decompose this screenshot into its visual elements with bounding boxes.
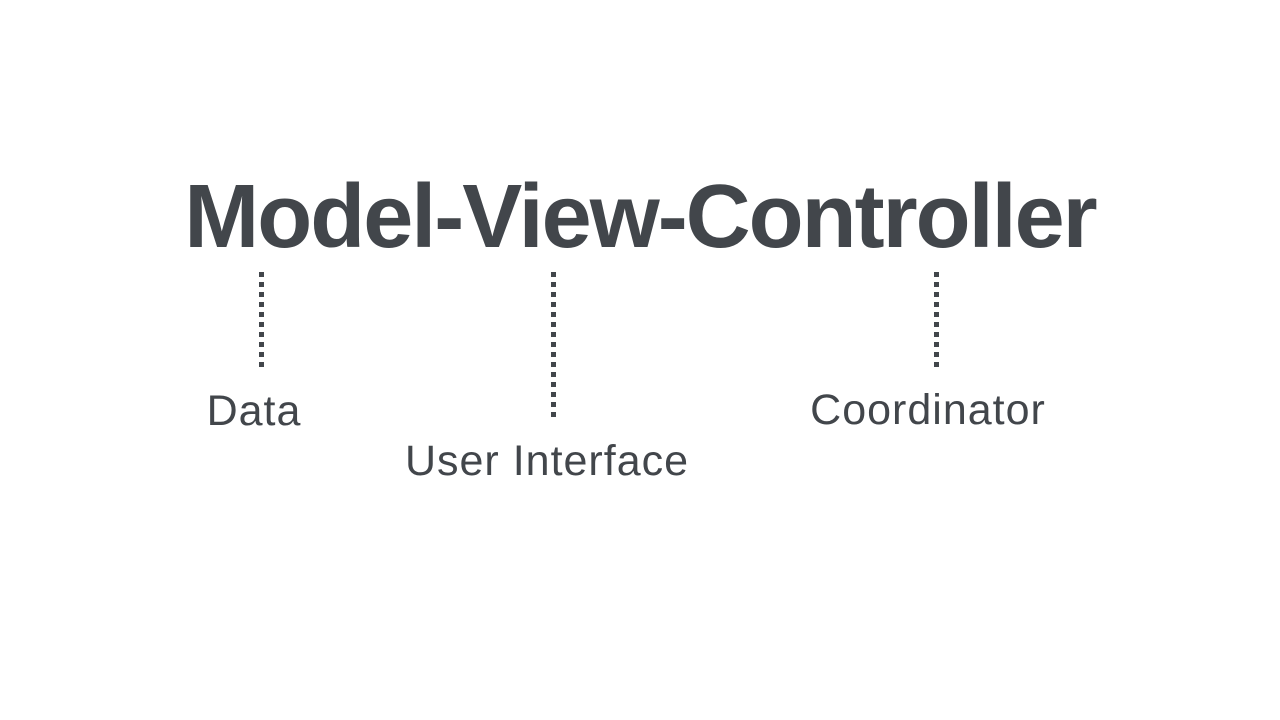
dotted-connector-model bbox=[259, 272, 264, 367]
dotted-connector-controller bbox=[934, 272, 939, 367]
label-view-user-interface: User Interface bbox=[404, 437, 690, 485]
label-model-data: Data bbox=[206, 387, 302, 435]
dotted-connector-view bbox=[551, 272, 556, 417]
label-controller-coordinator: Coordinator bbox=[810, 386, 1046, 434]
diagram-title: Model-View-Controller bbox=[184, 167, 1097, 267]
